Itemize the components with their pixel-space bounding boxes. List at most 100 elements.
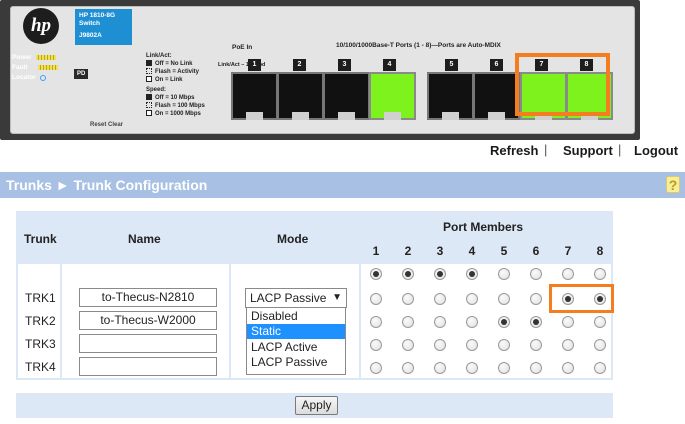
led-flash-icon <box>146 102 152 109</box>
trunk-label: TRK4 <box>25 360 56 374</box>
link-separator: | <box>618 142 622 157</box>
port-member-radio[interactable] <box>370 339 382 351</box>
support-link[interactable]: Support <box>563 143 613 158</box>
apply-button[interactable]: Apply <box>295 396 338 415</box>
led-on-icon <box>146 110 152 117</box>
port-number-label: 4 <box>383 59 396 71</box>
ethernet-port[interactable] <box>369 72 416 120</box>
led-off-icon <box>146 60 152 67</box>
mode-option[interactable]: Static <box>247 324 345 339</box>
port-member-radio[interactable] <box>562 316 574 328</box>
power-led-icon <box>35 55 56 60</box>
port-member-radio[interactable] <box>530 339 542 351</box>
port-member-radio[interactable] <box>562 362 574 374</box>
trk1-ports-highlight <box>549 284 614 313</box>
mode-column-header: Mode <box>277 232 309 246</box>
port-member-radio[interactable] <box>466 293 478 305</box>
select-all-port-radio[interactable] <box>594 268 606 280</box>
port-column-header: 6 <box>532 244 540 258</box>
port-member-radio[interactable] <box>370 293 382 305</box>
ethernet-port[interactable] <box>427 72 474 120</box>
port-number-label: 7 <box>535 59 548 71</box>
reset-clear-label: Reset Clear <box>90 122 124 128</box>
port-member-radio[interactable] <box>498 362 510 374</box>
port-number-label: 8 <box>580 59 593 71</box>
ports-title: 10/100/1000Base-T Ports (1 - 8)—Ports ar… <box>336 42 501 49</box>
model-label: HP 1810-8G Switch J9802A <box>75 9 132 45</box>
trunk-name-input[interactable]: to-Thecus-W2000 <box>79 311 217 330</box>
trunk-label: TRK1 <box>25 291 56 305</box>
ethernet-port[interactable] <box>323 72 370 120</box>
port-column-header: 4 <box>468 244 476 258</box>
link-act-legend: Link/Act: Off = No Link Flash = Activity… <box>146 53 199 83</box>
port-member-radio[interactable] <box>370 316 382 328</box>
ethernet-port[interactable] <box>231 72 278 120</box>
port-member-radio[interactable] <box>530 316 542 328</box>
fault-led-icon <box>37 65 58 70</box>
select-all-port-radio[interactable] <box>370 268 382 280</box>
port-member-radio[interactable] <box>498 339 510 351</box>
port-column-header: 7 <box>564 244 572 258</box>
port-column-header: 8 <box>596 244 604 258</box>
trunk-column-header: Trunk <box>24 232 57 246</box>
port-member-radio[interactable] <box>434 293 446 305</box>
port-member-radio[interactable] <box>434 362 446 374</box>
trunk-name-input[interactable]: to-Thecus-N2810 <box>79 288 217 307</box>
help-icon[interactable]: ? <box>666 176 680 193</box>
port-member-radio[interactable] <box>402 362 414 374</box>
refresh-link[interactable]: Refresh <box>490 143 539 158</box>
link-separator: | <box>544 142 548 157</box>
hp-logo: hp <box>23 8 59 44</box>
trunk-name-input[interactable] <box>79 334 217 353</box>
port-member-radio[interactable] <box>594 316 606 328</box>
logout-link[interactable]: Logout <box>634 143 679 158</box>
port-member-radio[interactable] <box>402 339 414 351</box>
mode-select-value: LACP Passive <box>250 291 327 305</box>
port-member-radio[interactable] <box>594 339 606 351</box>
mode-option[interactable]: LACP Passive <box>251 355 328 369</box>
port-member-radio[interactable] <box>498 293 510 305</box>
select-all-port-radio[interactable] <box>434 268 446 280</box>
trunk-cells <box>18 264 60 378</box>
port-member-radio[interactable] <box>562 293 574 305</box>
port-member-radio[interactable] <box>402 316 414 328</box>
select-all-port-radio[interactable] <box>562 268 574 280</box>
mode-option[interactable]: Disabled <box>251 309 298 323</box>
port-member-radio[interactable] <box>594 362 606 374</box>
port-member-radio[interactable] <box>562 339 574 351</box>
select-all-port-radio[interactable] <box>530 268 542 280</box>
port-member-radio[interactable] <box>434 316 446 328</box>
port-member-radio[interactable] <box>594 293 606 305</box>
port-member-radio[interactable] <box>370 362 382 374</box>
select-all-port-radio[interactable] <box>466 268 478 280</box>
ethernet-port[interactable] <box>473 72 520 120</box>
port-member-radio[interactable] <box>466 362 478 374</box>
port-member-radio[interactable] <box>434 339 446 351</box>
model-name: HP 1810-8G <box>79 12 116 19</box>
port-member-radio[interactable] <box>466 316 478 328</box>
port-member-radio[interactable] <box>402 293 414 305</box>
port-column-header: 1 <box>372 244 380 258</box>
trunk-mode-select[interactable]: LACP Passive ▼ <box>245 288 347 308</box>
speed-legend: Speed: Off = 10 Mbps Flash = 100 Mbps On… <box>146 87 205 117</box>
select-all-port-radio[interactable] <box>402 268 414 280</box>
trunk-label: TRK2 <box>25 314 56 328</box>
port-member-radio[interactable] <box>498 316 510 328</box>
trunk-name-input[interactable] <box>79 357 217 376</box>
port-column-header: 2 <box>404 244 412 258</box>
port-member-radio[interactable] <box>466 339 478 351</box>
locator-led: Locator <box>12 74 46 81</box>
fault-led: Fault <box>12 64 58 71</box>
port-member-radio[interactable] <box>530 362 542 374</box>
select-all-port-radio[interactable] <box>498 268 510 280</box>
name-column-header: Name <box>128 232 161 246</box>
ethernet-port[interactable] <box>277 72 324 120</box>
breadcrumb-bar: Trunks ► Trunk Configuration ? <box>0 172 685 198</box>
port-number-label: 5 <box>445 59 458 71</box>
port-member-radio[interactable] <box>530 293 542 305</box>
chevron-down-icon: ▼ <box>332 292 342 303</box>
mode-dropdown-list: Disabled Static LACP Active LACP Passive <box>246 307 346 375</box>
locator-icon <box>39 74 46 81</box>
mode-option[interactable]: LACP Active <box>251 340 318 354</box>
